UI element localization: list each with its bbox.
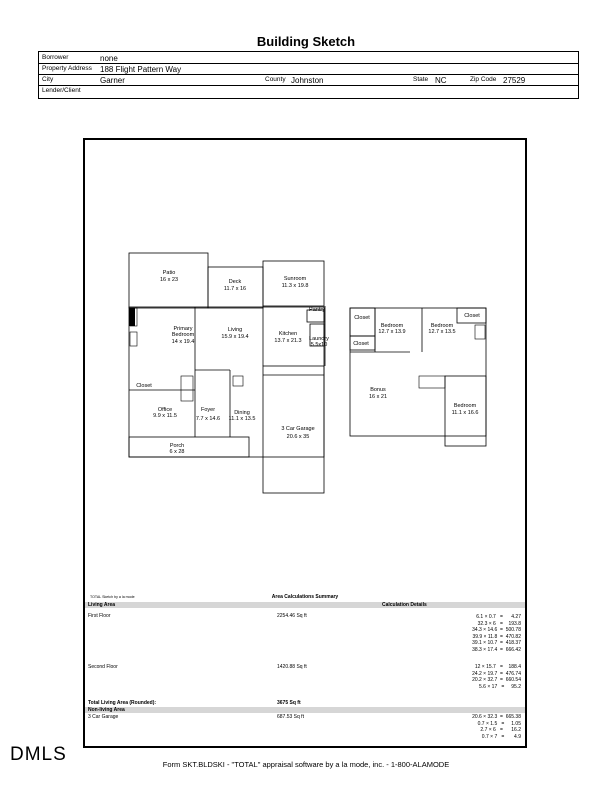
primary-dim: 14 x 19.4 <box>172 339 195 345</box>
closet-label-4: Closet <box>464 313 480 319</box>
sunroom-wall <box>262 260 325 307</box>
garage-calcs: 20.6 × 32.3 = 665.38 0.7 × 1.5 = 1.05 2.… <box>472 714 521 740</box>
stair-2 <box>418 375 446 389</box>
patio-dim: 16 x 23 <box>160 277 178 283</box>
second-floor-label: Second Floor <box>88 664 118 670</box>
bedroom-3-dim: 12.7 x 13.5 <box>428 329 455 335</box>
deck-label: Deck <box>229 279 242 285</box>
closet-label-1: Closet <box>136 383 152 389</box>
sink <box>129 331 138 347</box>
first-floor-calcs: 6.1 × 0.7 = 4.27 32.3 × 6 = 193.8 34.3 ×… <box>472 614 521 653</box>
non-living-heading: Non-living Area <box>88 707 125 713</box>
sketch-frame <box>83 138 527 748</box>
range-fill <box>129 308 135 326</box>
non-living-bar <box>85 707 525 713</box>
borrower-value: none <box>100 54 118 63</box>
second-floor-calcs: 12 × 15.7 = 188.4 24.2 × 19.7 = 476.74 2… <box>472 664 521 690</box>
garage-label: 3 Car Garage <box>281 426 314 432</box>
calc-details-heading: Calculation Details <box>382 602 427 608</box>
city-row: City Garner County Johnston State NC Zip… <box>39 74 578 86</box>
summary-title: Area Calculations Summary <box>271 594 339 600</box>
county-label: County <box>265 76 286 83</box>
closet-label-3: Closet <box>354 315 370 321</box>
tub <box>232 375 244 387</box>
office-dim: 9.9 x 11.5 <box>153 413 177 419</box>
closet-4-wall <box>456 307 487 324</box>
pantry-wall <box>306 309 325 323</box>
county-value: Johnston <box>291 76 324 85</box>
bedroom-4-dim: 11.1 x 16.6 <box>452 410 479 416</box>
foyer-label: Foyer <box>201 407 215 413</box>
porch-wall <box>128 436 250 458</box>
closet-3-wall <box>349 307 376 337</box>
sunroom-dim: 11.3 x 19.8 <box>282 283 309 289</box>
stair-1 <box>180 375 194 402</box>
sunroom-label: Sunroom <box>284 276 307 282</box>
living-dim: 15.9 x 19.4 <box>221 334 248 340</box>
form-footer: Form SKT.BLDSKI - "TOTAL" appraisal soft… <box>162 760 450 769</box>
bed4-wall <box>444 375 487 447</box>
garage-wall <box>262 365 325 494</box>
garage-dim: 20.6 x 35 <box>287 434 310 440</box>
closet-label-2: Closet <box>353 341 369 347</box>
dining-dim: 11.1 x 13.5 <box>229 416 256 422</box>
borrower-label: Borrower <box>42 54 69 61</box>
lender-row: Lender/Client <box>39 85 578 97</box>
bedroom-3-label: Bedroom <box>431 323 454 329</box>
bonus-dim: 16 x 21 <box>369 394 387 400</box>
kitchen-dim: 13.7 x 21.3 <box>274 338 301 344</box>
dining-label: Dining <box>234 410 250 416</box>
foyer-dim: 7.7 x 14.6 <box>196 416 220 422</box>
city-label: City <box>42 76 54 83</box>
garage-area: 687.53 Sq ft <box>277 714 304 720</box>
kitchen-label: Kitchen <box>279 331 297 337</box>
primary-label-2: Bedroom <box>172 332 195 338</box>
address-row: Property Address 188 Flight Pattern Way <box>39 63 578 75</box>
total-value: 3675 Sq ft <box>277 700 301 706</box>
porch-label: Porch <box>170 443 184 449</box>
office-label: Office <box>158 407 172 413</box>
total-label: Total Living Area (Rounded): <box>88 700 157 706</box>
bedroom-2-dim: 12.7 x 13.9 <box>378 329 405 335</box>
address-value: 188 Flight Pattern Way <box>100 65 182 74</box>
living-area-heading: Living Area <box>88 602 116 608</box>
second-floor-area: 1420.88 Sq ft <box>277 664 307 670</box>
floor-plan: Patio 16 x 23 Deck 11.7 x 16 Sunroom 11.… <box>90 252 487 599</box>
state-value: NC <box>435 76 447 85</box>
deck-dim: 11.7 x 16 <box>224 286 246 292</box>
sketch-credit: TOTAL Sketch by a la mode <box>90 595 135 599</box>
address-label: Property Address <box>42 65 92 72</box>
laundry-label: Laundry <box>309 336 329 342</box>
first-floor-label: First Floor <box>88 613 111 619</box>
laundry-wall <box>309 323 325 347</box>
dmls-watermark: DMLS <box>10 744 67 765</box>
bedroom-4-label: Bedroom <box>454 403 477 409</box>
state-label: State <box>413 76 429 83</box>
primary-label: Primary <box>174 326 193 332</box>
second-floor-wall <box>349 307 487 437</box>
laundry-dim: 5.5x10 <box>311 342 328 348</box>
zip-label: Zip Code <box>470 76 497 83</box>
living-label: Living <box>228 327 242 333</box>
property-header-table: Borrower none Property Address 188 Fligh… <box>38 51 579 99</box>
zip-value: 27529 <box>503 76 526 85</box>
bedroom-2-label: Bedroom <box>381 323 404 329</box>
bath <box>474 324 486 340</box>
first-floor-area: 2254.46 Sq ft <box>277 613 307 619</box>
city-value: Garner <box>100 76 125 85</box>
borrower-row: Borrower none <box>39 52 578 64</box>
bonus-label: Bonus <box>370 387 386 393</box>
page-title: Building Sketch <box>256 34 356 49</box>
lender-label: Lender/Client <box>42 87 81 94</box>
closet-2-wall <box>349 335 376 351</box>
pantry-label: Pantry <box>309 307 325 313</box>
porch-dim: 6 x 28 <box>170 449 185 455</box>
garage-label: 3 Car Garage <box>88 714 119 720</box>
living-area-bar <box>85 602 525 608</box>
patio-label: Patio <box>163 270 176 276</box>
